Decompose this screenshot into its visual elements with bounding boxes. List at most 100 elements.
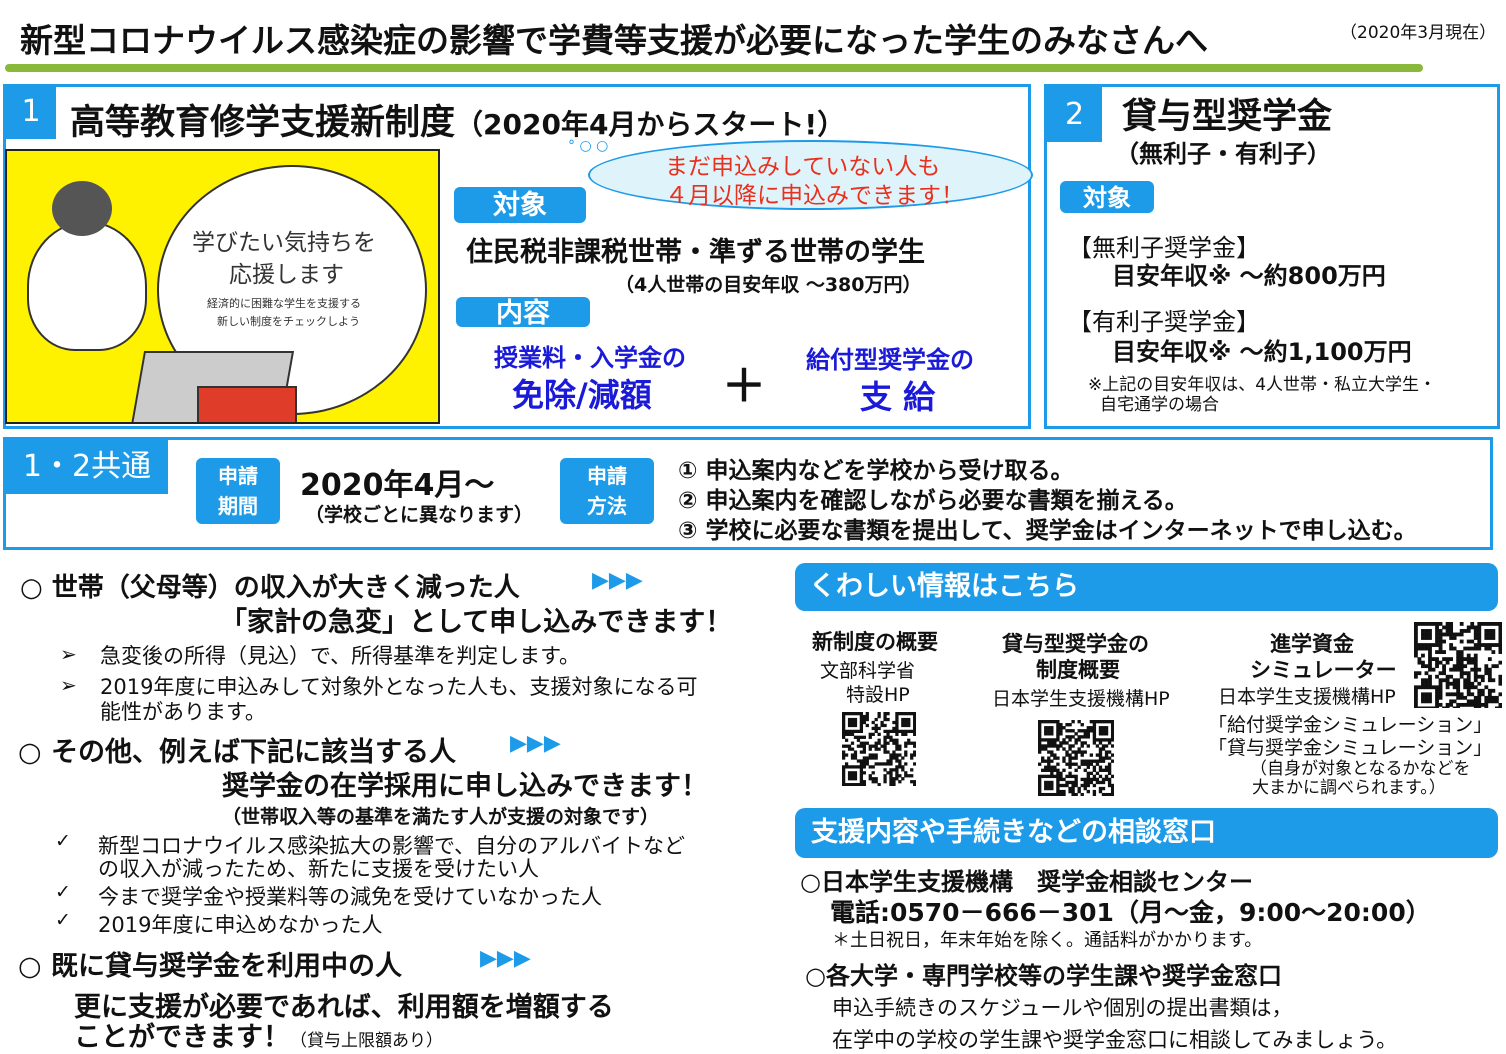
qr-module (1456, 706, 1461, 708)
qr-module (886, 735, 890, 739)
qr-module (1041, 738, 1045, 742)
qr-module (886, 762, 890, 766)
qr-module (1044, 726, 1048, 730)
qr-module (1047, 741, 1051, 745)
qr-module (853, 735, 858, 739)
qr-code-mext[interactable] (842, 712, 916, 786)
qr-module (901, 765, 905, 769)
qr-module (1083, 780, 1087, 785)
qr-module (1056, 747, 1060, 751)
qr-module (901, 723, 905, 728)
qr-module (1056, 720, 1060, 724)
illustration: 学びたい気持ちを 応援します 経済的に困難な学生を支援する 新しい制度をチェック… (5, 149, 440, 424)
qr-module (1104, 729, 1109, 733)
interest-label: 【有利子奨学金】 (1068, 308, 1260, 336)
qr-module (1056, 789, 1060, 794)
qr-module (1484, 671, 1489, 676)
qr-module (1463, 685, 1468, 690)
qr-module (1062, 759, 1066, 763)
qr-module (859, 777, 864, 781)
qr-module (1491, 699, 1496, 704)
qr-module (1068, 771, 1072, 776)
cloud-line-1: まだ申込みしていない人も (665, 154, 941, 180)
qr-module (1110, 720, 1114, 724)
qr-module (1044, 774, 1048, 779)
qr-module (1498, 629, 1502, 633)
qr-module (1110, 744, 1114, 748)
qr-module (842, 768, 846, 772)
qr-module (1092, 735, 1097, 739)
qr-module (1424, 622, 1429, 626)
qr-module (842, 753, 846, 757)
qr-module (859, 759, 864, 763)
qr-module (1098, 747, 1103, 751)
qr-module (1068, 774, 1072, 779)
qr-module (1074, 756, 1078, 760)
qr-module (842, 720, 846, 725)
period-value: 2020年4月～ (300, 468, 495, 503)
qr-module (1107, 762, 1112, 766)
qr-module (1494, 706, 1499, 708)
qr-module (1092, 777, 1097, 782)
qr-module (895, 753, 899, 757)
qr-module (1068, 789, 1072, 794)
qr-module (1053, 744, 1057, 748)
qr-module (1080, 783, 1084, 788)
qr-module (1435, 636, 1439, 640)
qr-module (901, 732, 905, 736)
qr-code-jasso-loan[interactable] (1038, 720, 1114, 796)
qr-module (1110, 753, 1114, 757)
group-2-item-3: 今まで奨学金や授業料等の減免を受けていなかった人 (98, 885, 602, 909)
qr-module (1107, 750, 1112, 754)
qr-module (1473, 678, 1478, 683)
qr-module (1491, 664, 1496, 669)
qr-module (1487, 678, 1492, 683)
qr-code-simulator[interactable] (1414, 622, 1502, 708)
qr-module (1424, 643, 1429, 647)
qr-module (1459, 653, 1464, 658)
qr-module (1473, 632, 1478, 637)
qr-module (1424, 681, 1429, 686)
qr-module (1086, 762, 1090, 766)
qr-module (862, 741, 866, 745)
qr-module (1435, 706, 1439, 708)
qr-module (1044, 744, 1048, 748)
qr-module (1110, 738, 1114, 742)
qr-module (1445, 702, 1450, 707)
qr-module (1098, 720, 1103, 724)
qr-module (1487, 629, 1492, 633)
qr-module (874, 741, 878, 745)
qr-module (1077, 789, 1081, 794)
qr-module (1041, 756, 1045, 760)
qr-module (1452, 636, 1457, 640)
qr-module (1059, 789, 1063, 794)
qr-module (1110, 723, 1114, 727)
qr-module (883, 774, 887, 778)
qr-module (1062, 792, 1066, 796)
qr-module (913, 750, 916, 754)
qr-module (1098, 780, 1103, 785)
qr-module (871, 780, 875, 784)
qr-module (1098, 738, 1103, 742)
qr-module (892, 738, 896, 742)
qr-module (1095, 720, 1100, 724)
qr-module (1038, 738, 1042, 742)
qr-module (853, 717, 858, 722)
qr-module (1435, 639, 1439, 644)
qr-module (1074, 753, 1078, 757)
page-title: 新型コロナウイルス感染症の影響で学費等支援が必要になった学生のみなさんへ (20, 21, 1208, 60)
qr-module (1449, 692, 1454, 697)
qr-module (1463, 629, 1468, 633)
qr-module (1059, 741, 1063, 745)
qr-module (1449, 657, 1454, 662)
method-label-2: 方法 (587, 494, 627, 518)
qr-module (1487, 632, 1492, 637)
qr-module (1077, 729, 1081, 733)
qr-module (1104, 750, 1109, 754)
qr-module (1047, 744, 1051, 748)
qr-module (847, 765, 852, 769)
qr-module (1487, 636, 1492, 640)
qr-module (1473, 699, 1478, 704)
qr-module (1463, 695, 1468, 700)
qr-module (1074, 774, 1078, 779)
